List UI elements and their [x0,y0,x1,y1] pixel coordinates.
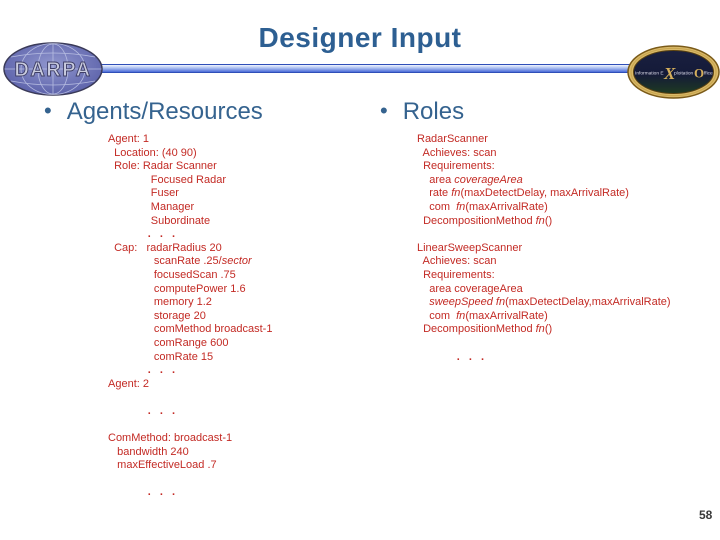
code-line: Role: Radar Scanner [108,160,217,173]
code-line [417,337,671,351]
code-line: Manager [108,200,195,213]
code-line: . . . [147,228,179,241]
darpa-logo: DARPA [2,41,104,97]
code-line: Focused Radar [108,173,226,186]
code-line: Cap: radarRadius 20 [108,241,222,254]
code-line: DecompositionMethod fn() [417,214,553,227]
code-line: Achieves: scan [417,146,497,159]
ixo-seal-icon: Information E X ploitation O ffice [627,45,720,99]
code-line: computePower 1.6 [108,282,246,295]
code-line: Fuser [108,187,179,200]
ixo-label-x: X [663,64,676,83]
code-line: RadarScanner [417,133,488,145]
code-line: Location: (40 90) [108,146,197,159]
roles-header-label: Roles [402,98,465,125]
code-line: Achieves: scan [417,255,497,268]
code-line [108,391,272,405]
page-number: 58 [699,508,713,522]
darpa-globe-icon: DARPA [3,42,103,96]
code-line: maxEffectiveLoad .7 [108,459,217,472]
roles-body: RadarScanner Achieves: scan Requirements… [417,133,671,364]
agents-resources-header-label: Agents/Resources [66,98,263,125]
code-line: Agent: 2 [108,377,149,390]
code-line: com fn(maxArrivalRate) [417,309,548,322]
slide-title: Designer Input [258,22,462,53]
darpa-logo-label: DARPA [14,59,91,81]
code-line: area coverageArea [417,173,523,186]
code-line: bandwidth 240 [108,445,189,458]
code-line: sweepSpeed fn(maxDetectDelay,maxArrivalR… [429,296,671,309]
agents-resources-body: Agent: 1 Location: (40 90) Role: Radar S… [108,133,272,500]
code-line: Subordinate [108,214,211,227]
code-line [108,418,272,432]
code-line: LinearSweepScanner [417,241,523,254]
code-line [108,473,272,487]
code-line: . . . [147,364,179,377]
code-line: storage 20 [108,309,206,322]
bullet-icon: • [44,98,52,123]
divider-line [58,64,664,73]
code-line: comRate 15 [108,350,214,363]
code-line: comMethod broadcast-1 [108,323,273,336]
code-line: focusedScan .75 [108,268,236,281]
ixo-label-mid: ploitation [674,71,694,77]
code-line: . . . [456,350,488,363]
code-line: memory 1.2 [108,296,212,309]
code-line: Requirements: [417,268,495,281]
roles-header: • Roles [380,98,464,126]
ixo-label-o: O [694,66,704,81]
code-line: DecompositionMethod fn() [417,323,553,336]
code-line: rate fn(maxDetectDelay, maxArrivalRate) [417,187,629,200]
bullet-icon: • [380,98,388,123]
code-line: ComMethod: broadcast-1 [108,432,233,445]
code-line: Requirements: [417,160,495,173]
code-line: comRange 600 [108,336,229,349]
code-line: . . . [147,486,179,499]
code-line: area coverageArea [417,282,523,295]
ixo-label-post: ffice [704,71,713,77]
ixo-label-pre: Information E [635,71,664,77]
code-line: . . . [147,404,179,417]
agents-resources-header: • Agents/Resources [44,98,263,126]
code-line: scanRate .25/sector [108,255,252,268]
code-line: com fn(maxArrivalRate) [417,200,548,213]
ixo-logo: Information E X ploitation O ffice [627,45,720,99]
code-line: Agent: 1 [108,133,149,145]
code-line [417,228,671,242]
